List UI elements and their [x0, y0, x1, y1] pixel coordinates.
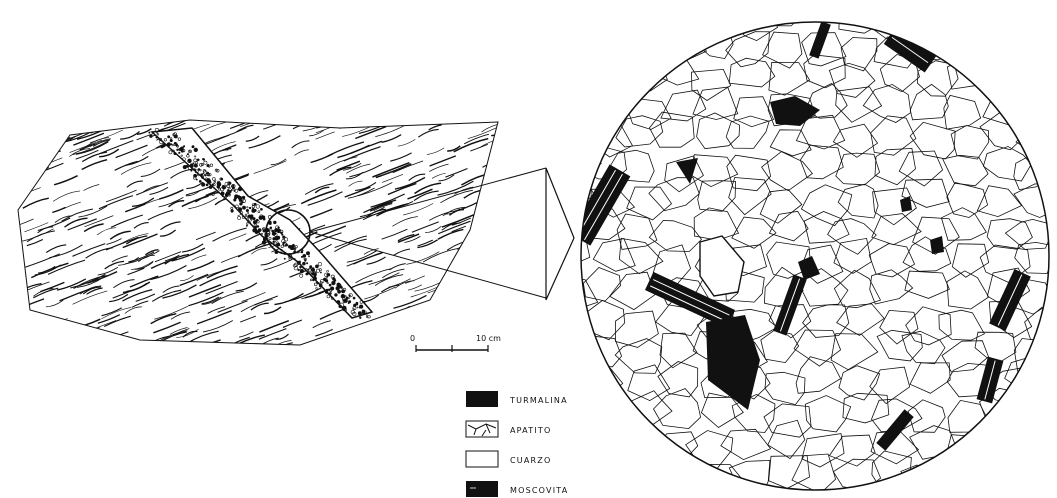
turmalina-swatch — [466, 391, 498, 407]
moscovita-swatch — [466, 481, 498, 497]
apatito-swatch — [466, 421, 498, 437]
legend-label-cuarzo: CUARZO — [510, 456, 551, 465]
outcrop-sketch — [11, 99, 546, 354]
legend-label-moscovita: MOSCOVITA — [510, 486, 568, 495]
legend-label-turmalina: TURMALINA — [509, 396, 568, 405]
cuarzo-swatch — [466, 451, 498, 467]
legend-item-cuarzo: CUARZO — [466, 451, 551, 467]
scale-bar: 0 10 cm — [410, 334, 501, 352]
scale-start-label: 0 — [410, 334, 415, 343]
magnify-arrow — [546, 168, 574, 300]
legend-item-turmalina: TURMALINA — [466, 391, 568, 407]
legend-label-apatito: APATITO — [510, 426, 551, 435]
legend-item-moscovita: MOSCOVITA — [466, 481, 568, 497]
thin-section — [540, 0, 1057, 498]
legend-item-apatito: APATITO — [466, 421, 551, 437]
scale-end-label: 10 cm — [476, 334, 501, 343]
legend: TURMALINA APATITO CUARZO MOSCOVITA — [466, 391, 568, 497]
